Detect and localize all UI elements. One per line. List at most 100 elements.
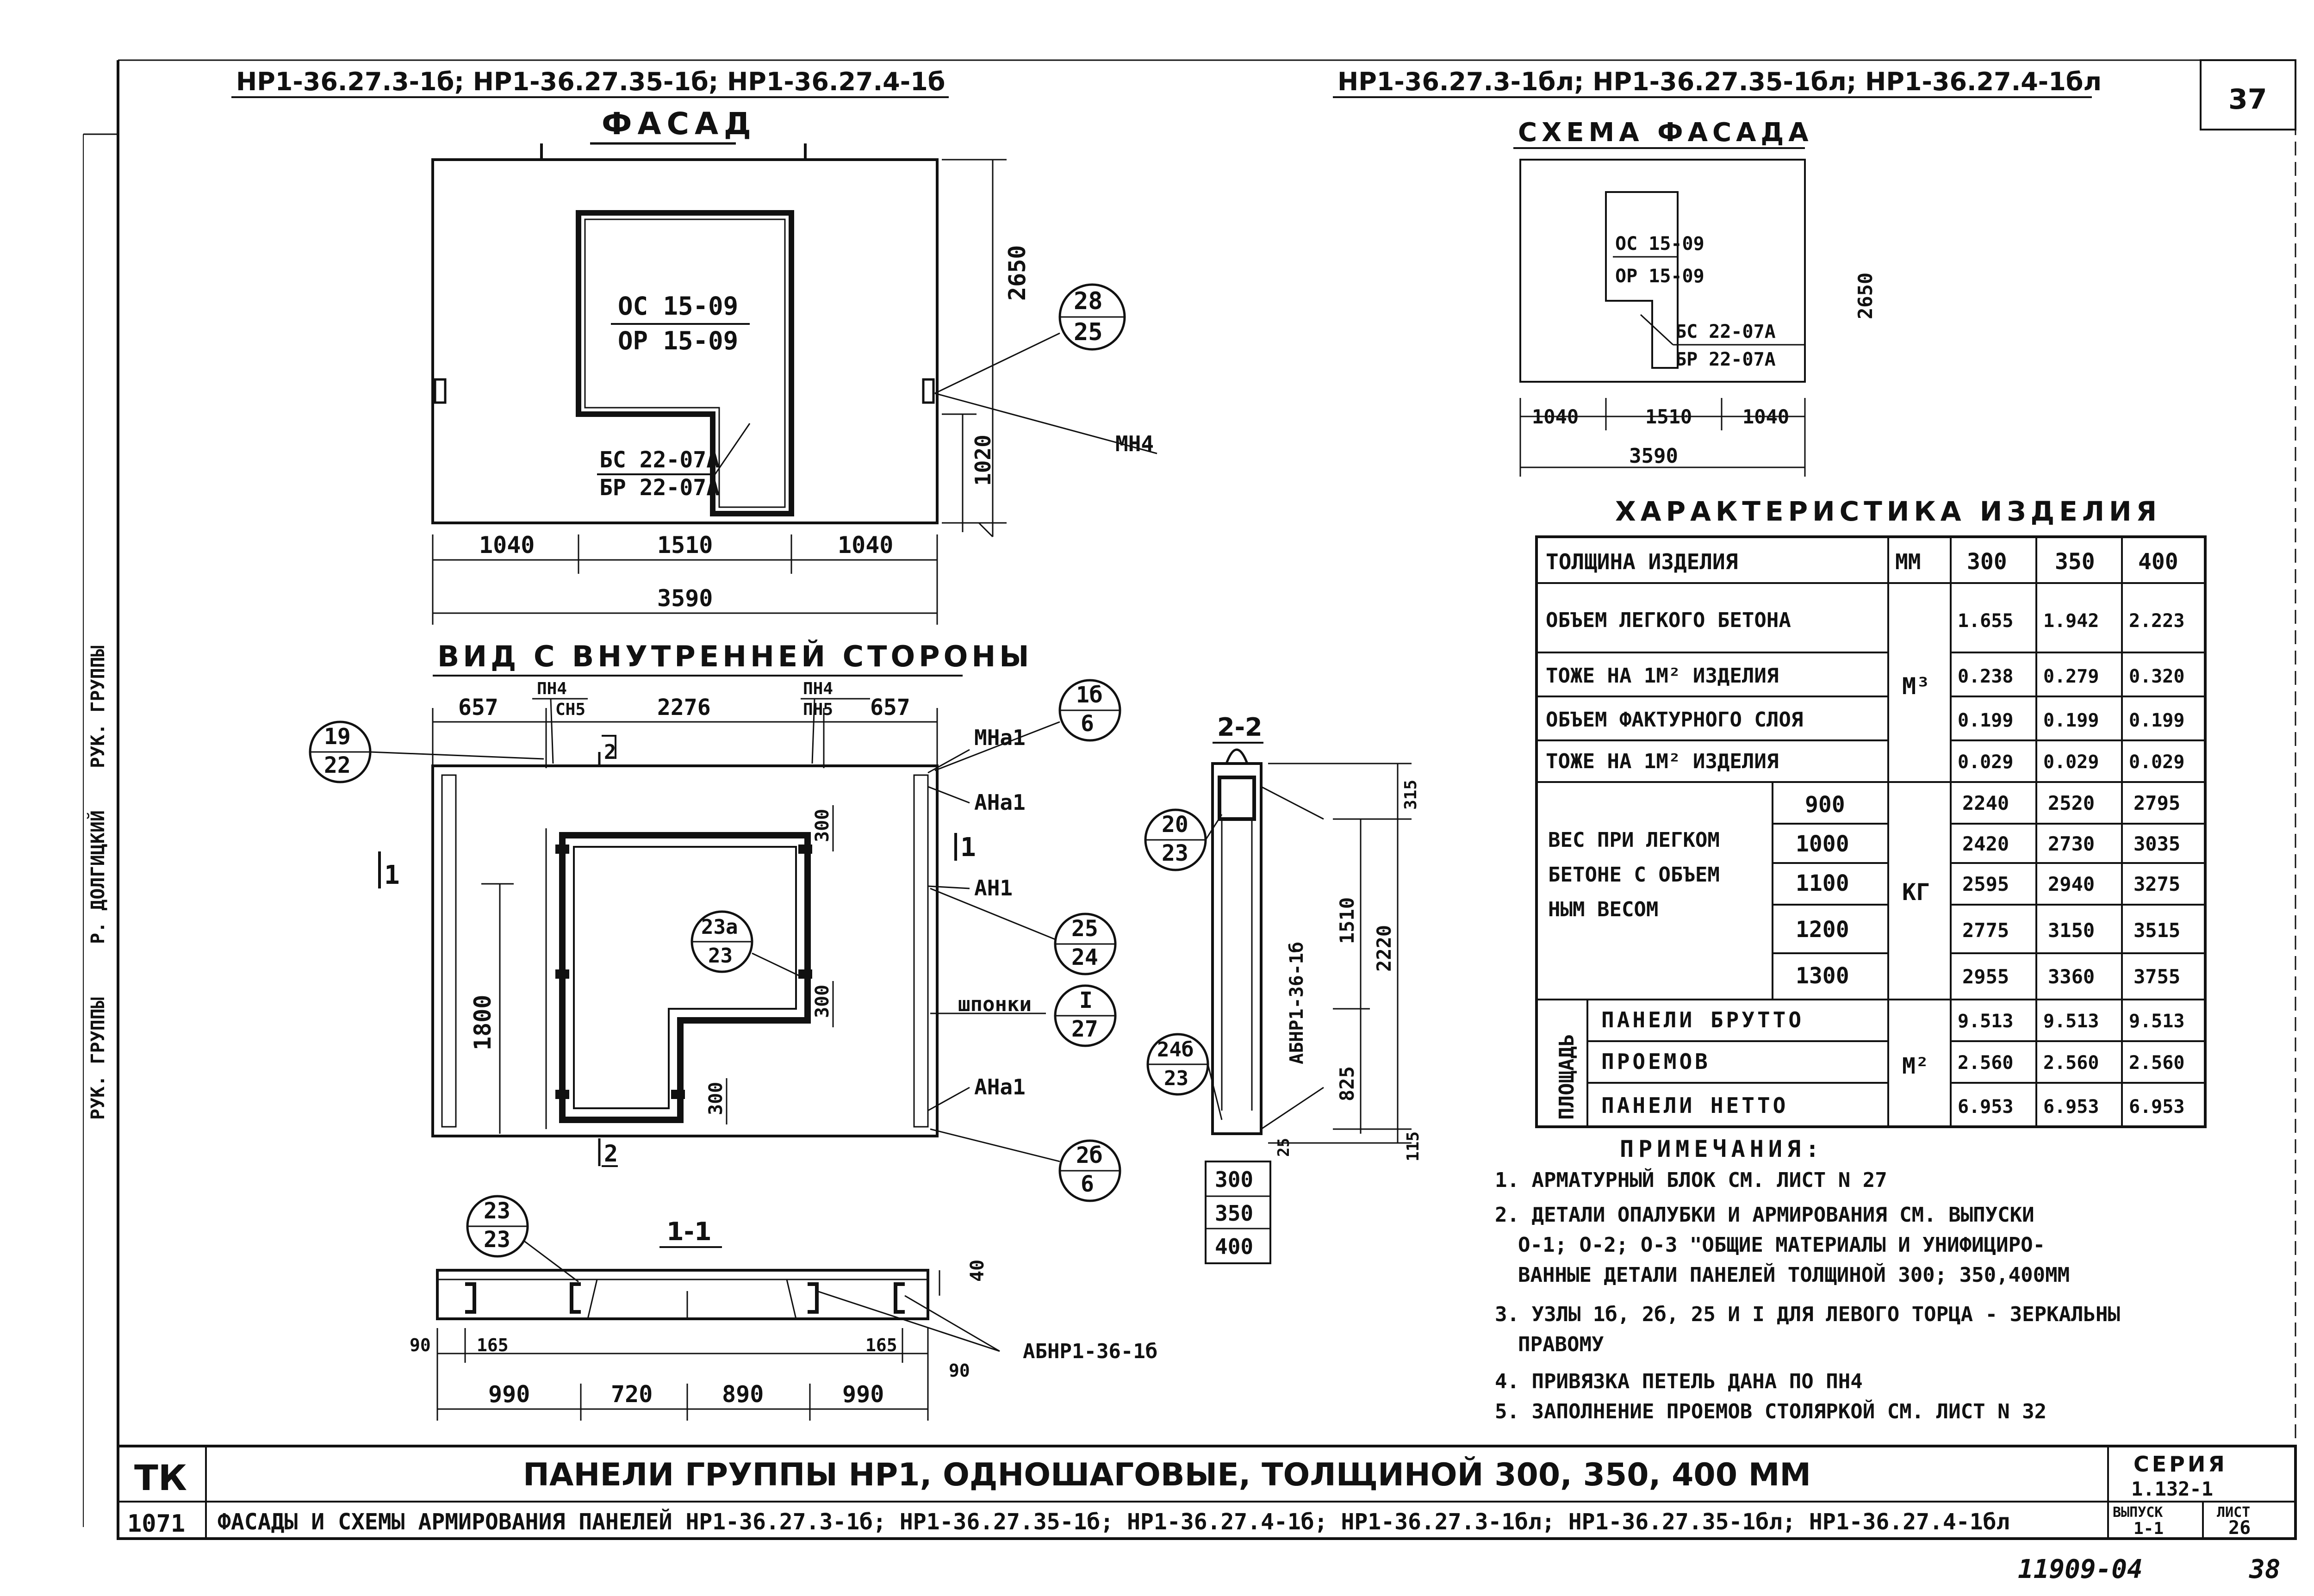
note-3: 3. УЗЛЫ 1б, 2б, 25 И I ДЛЯ ЛЕВОГО ТОРЦА …: [1495, 1303, 2120, 1326]
area-net-label: ПАНЕЛИ НЕТТО: [1601, 1093, 1788, 1118]
weight-1000-300: 2420: [1962, 832, 2009, 855]
weight-900-300: 2240: [1962, 792, 2009, 814]
weight-1300-350: 3360: [2048, 965, 2095, 988]
row-volume-per-m2-300: 0.238: [1958, 666, 2013, 687]
scheme-drawing: СХЕМА ФАСАДА ОС 15-09 ОР 15-09 БС 22-07А…: [1513, 118, 1877, 477]
table-header-label: ТОЛЩИНА ИЗДЕЛИЯ: [1546, 549, 1738, 574]
section-11-callout-top: 23: [484, 1198, 510, 1224]
scheme-dim-height: 2650: [1854, 273, 1877, 319]
callout-1b-top: 1б: [1076, 682, 1103, 708]
loop-left-bottom: СН5: [555, 700, 585, 719]
note-4: 4. ПРИВЯЗКА ПЕТЕЛЬ ДАНА ПО ПН4: [1495, 1370, 1863, 1393]
section-11-title: 1-1: [666, 1217, 712, 1246]
weight-1100-300: 2595: [1962, 873, 2009, 895]
facade-dim-right: 1040: [838, 532, 893, 559]
facade-title: ФАСАД: [602, 106, 757, 142]
weight-1000-400: 3035: [2134, 832, 2180, 855]
facade-callout-bottom: 25: [1074, 318, 1103, 346]
note-2-cont-2: ВАННЫЕ ДЕТАЛИ ПАНЕЛЕЙ ТОЛЩИНОЙ 300; 350,…: [1518, 1262, 2070, 1287]
inner-view-title: ВИД С ВНУТРЕННЕЙ СТОРОНЫ: [437, 640, 1033, 673]
section-22-dim-115: 115: [1404, 1131, 1423, 1161]
facade-dim-mid: 1510: [657, 532, 713, 559]
note-2: 2. ДЕТАЛИ ОПАЛУБКИ И АРМИРОВАНИЯ СМ. ВЫП…: [1495, 1203, 2034, 1227]
area-openings-400: 2.560: [2129, 1052, 2184, 1074]
inner-dim-300-low: 300: [705, 1082, 727, 1115]
characteristics-table: ХАРАКТЕРИСТИКА ИЗДЕЛИЯ: [1535, 496, 2207, 1128]
titleblock-issue-label: ВЫПУСК: [2113, 1504, 2163, 1521]
weight-label-2: БЕТОНЕ С ОБЪЕМ: [1548, 863, 1720, 887]
section-11-dim-990-right: 990: [842, 1381, 884, 1408]
thickness-400: 400: [1215, 1234, 1253, 1259]
weight-900-400: 2795: [2134, 792, 2180, 814]
callout-19-bottom: 22: [324, 752, 351, 778]
row-volume-per-m2-400: 0.320: [2129, 666, 2184, 687]
facade-mark: МН4: [1115, 431, 1154, 456]
loop-right-top: ПН4: [803, 679, 833, 698]
section-11-dim-720: 720: [611, 1381, 653, 1408]
scheme-door-bottom: БР 22-07А: [1675, 349, 1776, 370]
section-11-dim-90-left: 90: [410, 1335, 431, 1355]
section-11-dim-90-right: 90: [949, 1360, 970, 1381]
area-gross-350: 9.513: [2043, 1011, 2099, 1032]
section-mark-2-bottom: 2: [604, 1140, 618, 1167]
callout-23a-bottom: 23: [708, 944, 733, 968]
section-22-dim-25: 25: [1275, 1138, 1293, 1157]
section-mark-1-right: 1: [960, 832, 976, 863]
facade-dim-sill: 1020: [970, 435, 995, 486]
scheme-window-top: ОС 15-09: [1615, 233, 1704, 255]
titleblock-number: 1071: [127, 1510, 185, 1538]
section-1-1-drawing: 1-1 23 23 40 90 165 165 90 990 720: [410, 1195, 1157, 1421]
weight-label-1: ВЕС ПРИ ЛЕГКОМ: [1548, 828, 1720, 852]
facade-dim-total: 3590: [657, 585, 713, 612]
volume-unit: М³: [1902, 673, 1930, 700]
density-1000: 1000: [1796, 831, 1849, 857]
inner-dim-300-mid: 300: [812, 985, 833, 1018]
titleblock-series-value: 1.132-1: [2131, 1478, 2213, 1500]
header-left: НР1-36.27.3-1б; НР1-36.27.35-1б; НР1-36.…: [236, 67, 945, 96]
row-texture-label: ОБЪЕМ ФАКТУРНОГО СЛОЯ: [1546, 708, 1803, 732]
scheme-title: СХЕМА ФАСАДА: [1518, 118, 1813, 148]
titleblock-series-label: СЕРИЯ: [2134, 1452, 2227, 1477]
inner-view-drawing: ВИД С ВНУТРЕННЕЙ СТОРОНЫ 657 2276 657 ПН…: [309, 640, 1121, 1202]
weight-1300-400: 3755: [2134, 965, 2180, 988]
sheet-number: 37: [2228, 83, 2267, 116]
section-22-dim-1510: 1510: [1336, 897, 1358, 944]
table-header-300: 300: [1967, 549, 2007, 575]
callout-I-top: I: [1079, 987, 1093, 1013]
facade-door-bottom: БР 22-07А: [599, 475, 720, 501]
callout-23a-top: 23а: [701, 915, 738, 939]
scheme-dim-right: 1040: [1742, 405, 1789, 428]
scheme-dim-total: 3590: [1629, 444, 1678, 468]
titleblock-sheet-label: ЛИСТ: [2217, 1504, 2250, 1521]
section-2-2-drawing: 2-2 АБНР1-36-1б 315 1510 2220 825 25 115…: [1144, 713, 1423, 1264]
row-volume-300: 1.655: [1958, 610, 2013, 632]
scheme-door-top: БС 22-07А: [1675, 321, 1776, 342]
table-title: ХАРАКТЕРИСТИКА ИЗДЕЛИЯ: [1615, 496, 2161, 527]
inner-dim-mid: 2276: [657, 695, 711, 720]
table-header-unit: ММ: [1895, 549, 1921, 574]
loop-right-bottom: ПН5: [803, 700, 833, 719]
titleblock-title-2: ФАСАДЫ И СХЕМЫ АРМИРОВАНИЯ ПАНЕЛЕЙ НР1-3…: [218, 1509, 2009, 1535]
scheme-dim-mid: 1510: [1645, 405, 1692, 428]
sheet-frame: [83, 59, 2296, 1539]
section-11-callout-bottom: 23: [484, 1227, 510, 1253]
note-5: 5. ЗАПОЛНЕНИЕ ПРОЕМОВ СТОЛЯРКОЙ СМ. ЛИСТ…: [1495, 1399, 2047, 1423]
callout-19-top: 19: [324, 724, 351, 750]
inner-dim-left: 657: [458, 695, 498, 720]
side-stamp-name: Р. ДОЛГИЦКИЙ: [87, 810, 109, 944]
facade-window-top: ОС 15-09: [618, 292, 738, 321]
section-11-frame-label: АБНР1-36-1б: [1023, 1340, 1157, 1363]
weight-1200-350: 3150: [2048, 919, 2095, 942]
sheet-number-box: [2200, 59, 2296, 130]
callout-1b-bottom: 6: [1081, 711, 1094, 737]
callout-25-top: 25: [1071, 916, 1098, 942]
weight-label-3: НЫМ ВЕСОМ: [1548, 898, 1658, 921]
weight-900-350: 2520: [2048, 792, 2095, 814]
facade-drawing: ФАСАД ОС 15-09 ОР 15-09 БС 22-07А БР 22-…: [431, 106, 1157, 625]
area-net-350: 6.953: [2043, 1096, 2099, 1118]
density-1200: 1200: [1796, 917, 1849, 943]
row-texture-per-m2-350: 0.029: [2043, 751, 2099, 773]
area-gross-300: 9.513: [1958, 1011, 2013, 1032]
area-unit: М²: [1902, 1053, 1929, 1079]
